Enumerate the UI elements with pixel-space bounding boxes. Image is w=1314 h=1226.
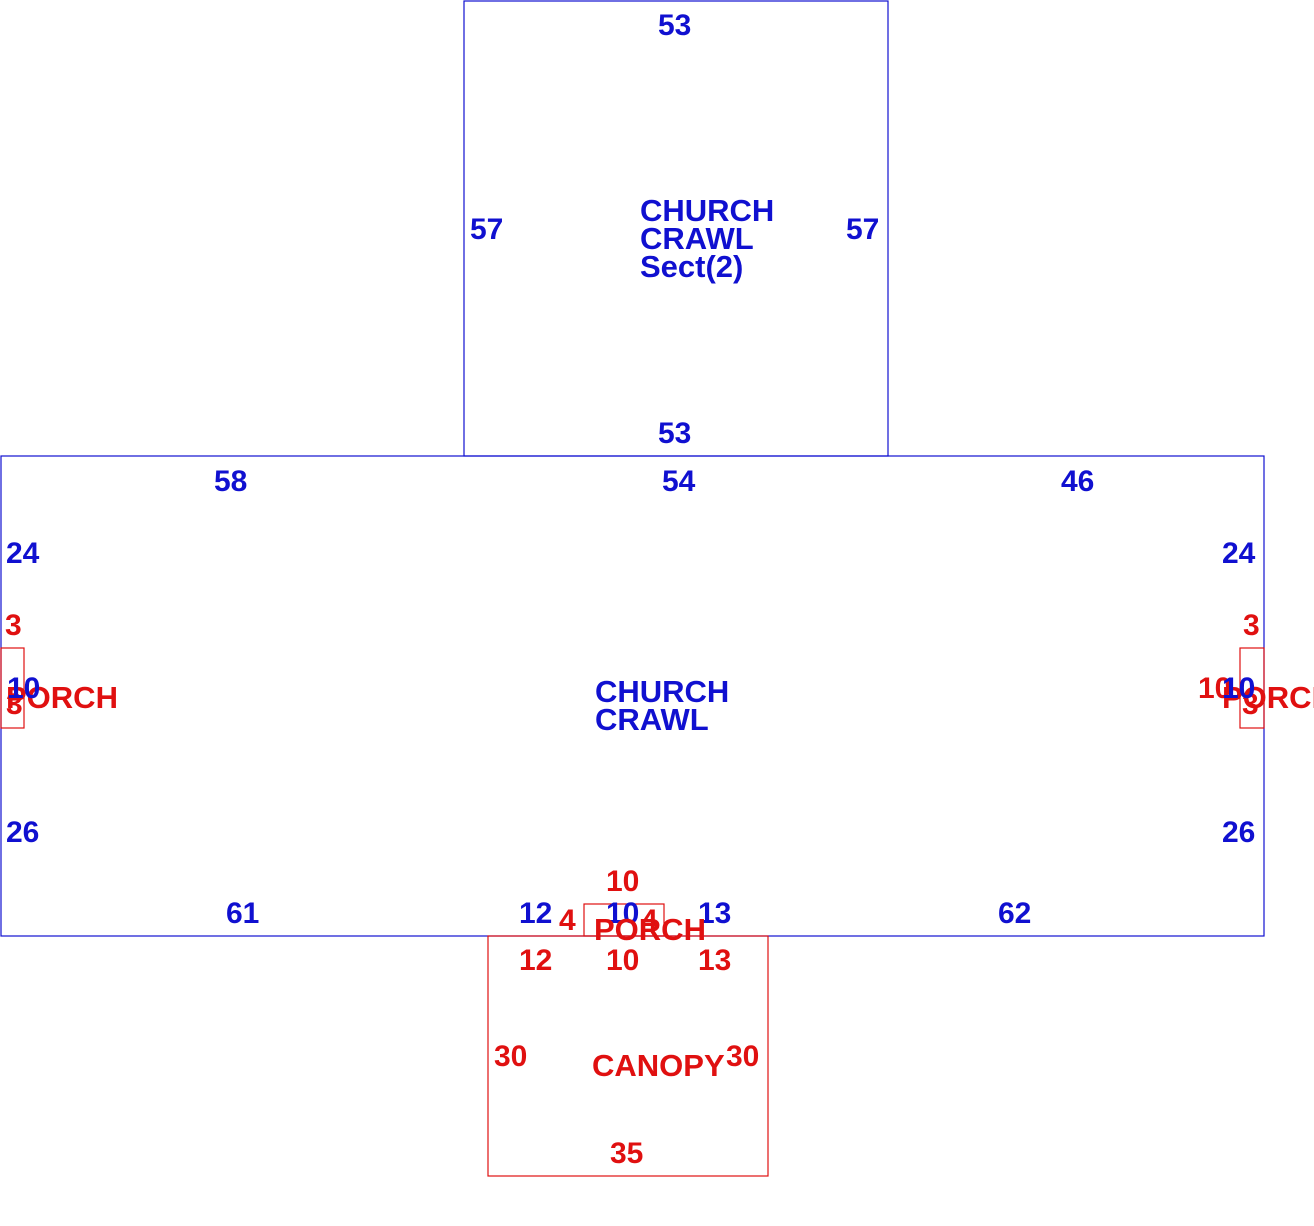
canopy-left-dimension: 30 [494, 1040, 527, 1073]
main-right-mid-dimension: 10 [1222, 672, 1255, 705]
canopy-right-dimension: 30 [726, 1040, 759, 1073]
porch-right-top-dimension: 3 [1243, 609, 1260, 642]
porch-right-label: PORCH [1222, 680, 1314, 715]
upper-section: 53 57 57 CHURCH CRAWL Sect(2) 53 [470, 9, 879, 450]
canopy-top-right-dimension: 13 [698, 944, 731, 977]
canopy: 12 13 30 30 CANOPY 35 [494, 944, 759, 1170]
upper-right-dimension: 57 [846, 213, 879, 246]
porch-front-left-dimension: 4 [559, 904, 576, 937]
main-section: 58 54 46 24 24 CHURCH CRAWL 26 26 61 12 … [6, 465, 1256, 930]
canopy-outline [487, 935, 769, 1177]
upper-bottom-dimension: 53 [658, 417, 691, 450]
porch-left-top-dimension: 3 [5, 609, 22, 642]
porch-left-outline [0, 647, 25, 729]
canopy-label: CANOPY [592, 1048, 725, 1083]
canopy-bottom-dimension: 35 [610, 1137, 643, 1170]
main-bottom-mid-left-dimension: 12 [519, 897, 552, 930]
upper-label-line2: CRAWL [640, 221, 754, 256]
porch-left-label: PORCH [6, 680, 118, 715]
canopy-top-left-dimension: 12 [519, 944, 552, 977]
porch-left: 3 PORCH 3 10 [5, 609, 118, 721]
upper-left-dimension: 57 [470, 213, 503, 246]
porch-right-bottom-dimension: 3 [1242, 688, 1259, 721]
porch-left-bottom-dimension: 3 [6, 688, 23, 721]
main-top-mid-dimension: 54 [662, 465, 696, 498]
main-right-lower-dimension: 26 [1222, 816, 1255, 849]
main-left-mid-dimension: 10 [7, 672, 40, 705]
porch-front-bottom-dimension: 10 [606, 944, 639, 977]
main-bottom-right-dimension: 62 [998, 897, 1031, 930]
main-right-upper-dimension: 24 [1222, 537, 1256, 570]
porch-front-top-dimension: 10 [606, 865, 639, 898]
porch-right-outline [1239, 647, 1265, 729]
main-top-right-dimension: 46 [1061, 465, 1094, 498]
main-bottom-mid-right-dimension: 13 [698, 897, 731, 930]
outlines [0, 0, 1265, 1177]
porch-front: 10 4 4 PORCH 10 [559, 865, 706, 977]
main-bottom-mid-dimension: 10 [606, 897, 639, 930]
upper-top-dimension: 53 [658, 9, 691, 42]
main-left-upper-dimension: 24 [6, 537, 40, 570]
main-label-line1: CHURCH [595, 674, 729, 709]
main-bottom-left-dimension: 61 [226, 897, 259, 930]
main-left-lower-dimension: 26 [6, 816, 39, 849]
upper-label-line3: Sect(2) [640, 249, 743, 284]
porch-right-side-dimension: 10 [1198, 672, 1231, 705]
upper-label-line1: CHURCH [640, 193, 774, 228]
main-top-left-dimension: 58 [214, 465, 247, 498]
porch-right: 3 10 PORCH 3 10 [1198, 609, 1314, 721]
main-label-line2: CRAWL [595, 702, 709, 737]
porch-front-label: PORCH [594, 912, 706, 947]
porch-front-right-dimension: 4 [641, 904, 658, 937]
